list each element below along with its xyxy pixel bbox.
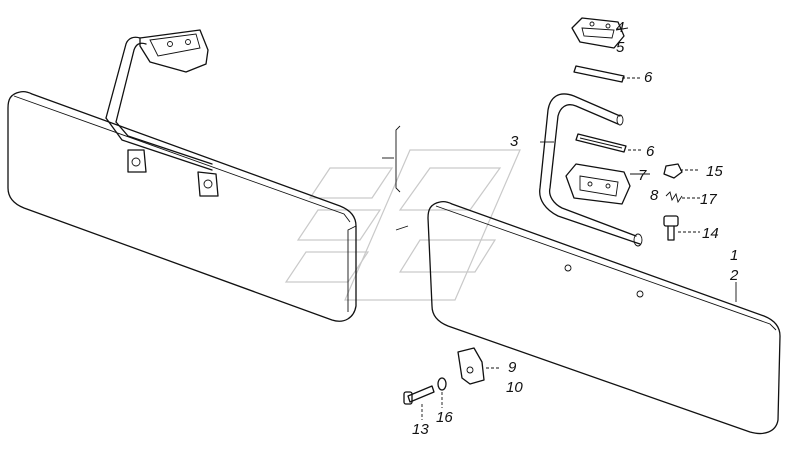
callout-6-upper: 6 (644, 69, 653, 86)
center-bracket-mark (395, 125, 401, 193)
callout-2: 2 (729, 267, 739, 284)
washer-part-16 (437, 377, 447, 391)
callout-9: 9 (508, 359, 517, 376)
cap-part-15 (663, 163, 683, 179)
left-visor-bracket (139, 29, 209, 73)
callout-17: 17 (700, 191, 717, 208)
spring-part-17 (665, 191, 683, 204)
right-sun-visor (427, 200, 781, 435)
bracket-part-4-5 (571, 17, 625, 49)
callout-16: 16 (436, 409, 453, 426)
bolt-part-14 (663, 215, 679, 241)
callout-4: 4 (616, 19, 624, 36)
callout-7: 7 (638, 167, 647, 184)
callout-8: 8 (650, 187, 659, 204)
watermark-logo (284, 149, 521, 301)
callout-3: 3 (510, 133, 519, 150)
callout-14: 14 (702, 225, 719, 242)
clip-part-9-10 (457, 347, 485, 385)
leader-lines (421, 27, 737, 420)
holder-part-7 (565, 163, 631, 205)
visor-rod-part-3 (539, 93, 643, 247)
left-sun-visor (7, 90, 357, 322)
callout-15: 15 (706, 163, 723, 180)
callout-1: 1 (730, 247, 738, 264)
callout-10: 10 (506, 379, 523, 396)
callout-5: 5 (616, 39, 625, 56)
left-visor-mount-rod (105, 36, 219, 197)
screw-part-13 (403, 385, 435, 405)
pad-part-6-upper (573, 65, 625, 83)
callout-6-lower: 6 (646, 143, 655, 160)
center-dash-mark-2 (395, 225, 409, 231)
pad-part-6-lower (575, 133, 627, 153)
callout-labels: 4 5 6 3 6 7 15 8 17 14 1 2 9 10 13 16 (412, 19, 739, 438)
callout-13: 13 (412, 421, 429, 438)
